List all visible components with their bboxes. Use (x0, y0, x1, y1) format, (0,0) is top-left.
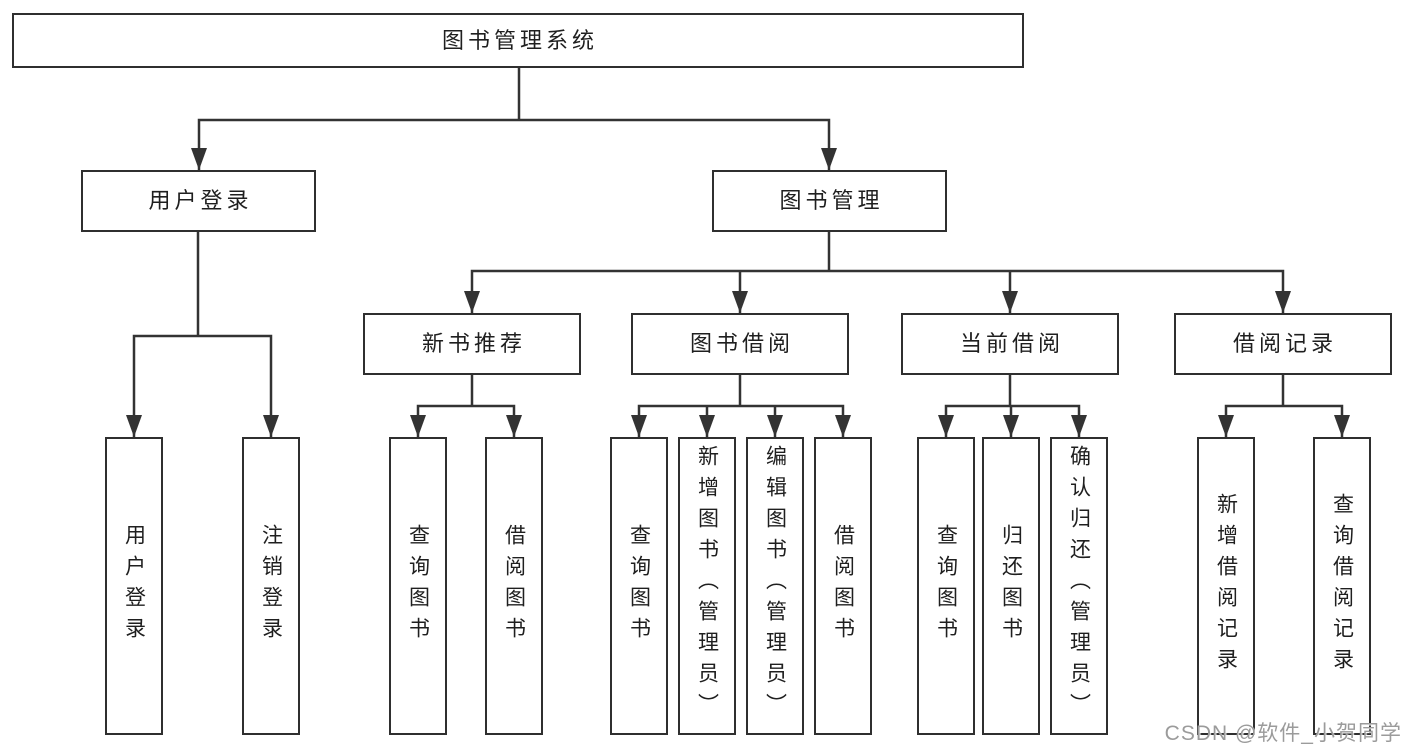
leaf-edit-books-admin-label: 编辑图书（管理员） (763, 445, 787, 724)
leaf-query-books-1: 查询图书 (389, 437, 447, 735)
leaf-borrow-books-1-label: 借阅图书 (502, 524, 526, 648)
edge-borrow-records-children (1224, 374, 1344, 437)
node-root-label: 图书管理系统 (441, 27, 598, 53)
node-borrow-records: 借阅记录 (1174, 313, 1392, 375)
node-current-borrow-label: 当前借阅 (959, 331, 1064, 356)
edge-user-login-children (132, 231, 273, 437)
leaf-add-books-admin-label: 新增图书（管理员） (695, 445, 719, 724)
leaf-user-login: 用户登录 (105, 437, 163, 735)
node-new-book-recommend-label: 新书推荐 (421, 331, 526, 356)
leaf-query-books-2-label: 查询图书 (627, 524, 651, 648)
node-new-book-recommend: 新书推荐 (363, 313, 581, 375)
leaf-query-books-3: 查询图书 (917, 437, 975, 735)
leaf-logout-label: 注销登录 (259, 524, 283, 648)
leaf-borrow-books-1: 借阅图书 (485, 437, 543, 735)
leaf-add-borrow-record: 新增借阅记录 (1197, 437, 1255, 735)
leaf-edit-books-admin: 编辑图书（管理员） (746, 437, 804, 735)
leaf-add-books-admin: 新增图书（管理员） (678, 437, 736, 735)
leaf-return-books-label: 归还图书 (999, 524, 1023, 648)
edge-new-book-rec-children (416, 374, 516, 437)
edge-level2-rail (197, 118, 831, 170)
leaf-return-books: 归还图书 (982, 437, 1040, 735)
leaf-borrow-books-2: 借阅图书 (814, 437, 872, 735)
csdn-watermark: CSDN @软件_小贺同学 (1164, 722, 1402, 745)
leaf-confirm-return-admin-label: 确认归还（管理员） (1067, 445, 1091, 724)
leaf-borrow-books-2-label: 借阅图书 (831, 524, 855, 648)
node-book-borrow-label: 图书借阅 (689, 331, 794, 356)
leaf-query-borrow-record: 查询借阅记录 (1313, 437, 1371, 735)
leaf-confirm-return-admin: 确认归还（管理员） (1050, 437, 1108, 735)
node-root: 图书管理系统 (12, 13, 1024, 68)
node-user-login-label: 用户登录 (148, 188, 253, 213)
leaf-query-books-3-label: 查询图书 (934, 524, 958, 648)
leaf-add-borrow-record-label: 新增借阅记录 (1214, 493, 1238, 679)
leaf-logout: 注销登录 (242, 437, 300, 735)
leaf-query-books-2: 查询图书 (610, 437, 668, 735)
leaf-user-login-label: 用户登录 (122, 524, 146, 648)
node-book-management: 图书管理 (712, 170, 947, 232)
node-user-login: 用户登录 (81, 170, 316, 232)
edge-current-borrow-children (944, 374, 1081, 437)
node-book-borrow: 图书借阅 (631, 313, 849, 375)
node-current-borrow: 当前借阅 (901, 313, 1119, 375)
leaf-query-books-1-label: 查询图书 (406, 524, 430, 648)
node-book-management-label: 图书管理 (779, 188, 884, 213)
edge-book-mgmt-children (470, 231, 1285, 313)
edge-book-borrow-children (637, 374, 845, 437)
node-borrow-records-label: 借阅记录 (1232, 331, 1337, 356)
leaf-query-borrow-record-label: 查询借阅记录 (1330, 493, 1354, 679)
